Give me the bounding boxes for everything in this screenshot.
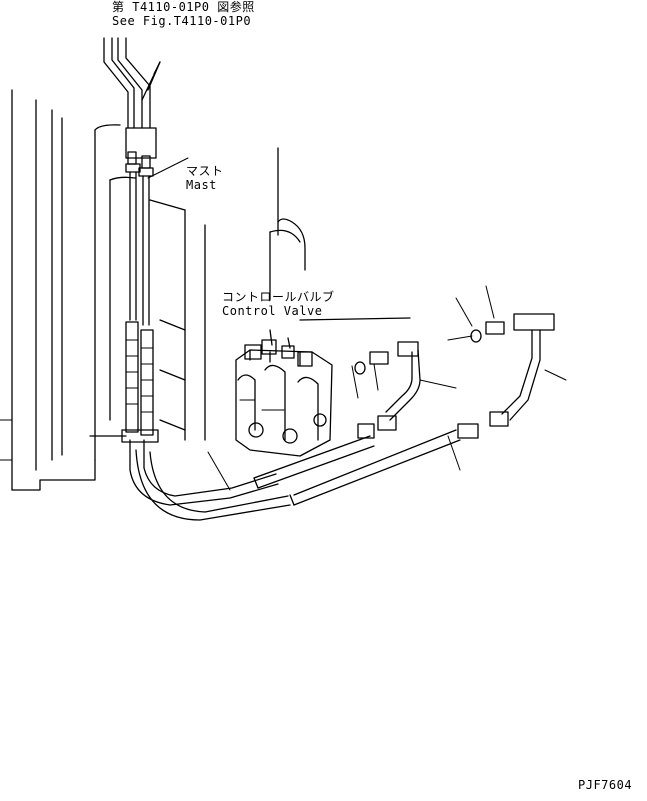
mast-label-en: Mast [186,178,217,192]
mast-post [269,147,306,301]
mast-hoses [89,171,159,443]
lower-pipes [129,429,461,521]
control-valve-label-jp: コントロールバルブ [222,290,335,304]
mast-outline [0,89,206,491]
upper-pipes [103,37,161,177]
control-valve [235,317,411,457]
mast-label-jp: マスト [186,164,224,178]
drawing-code: PJF7604 [578,778,633,792]
reference-label-en: See Fig.T4110-01P0 [112,14,252,28]
right-fittings [354,313,555,439]
control-valve-label-en: Control Valve [222,304,323,318]
reference-label-jp: 第 T4110-01P0 図参照 [112,0,255,14]
leader-lines [147,157,567,491]
